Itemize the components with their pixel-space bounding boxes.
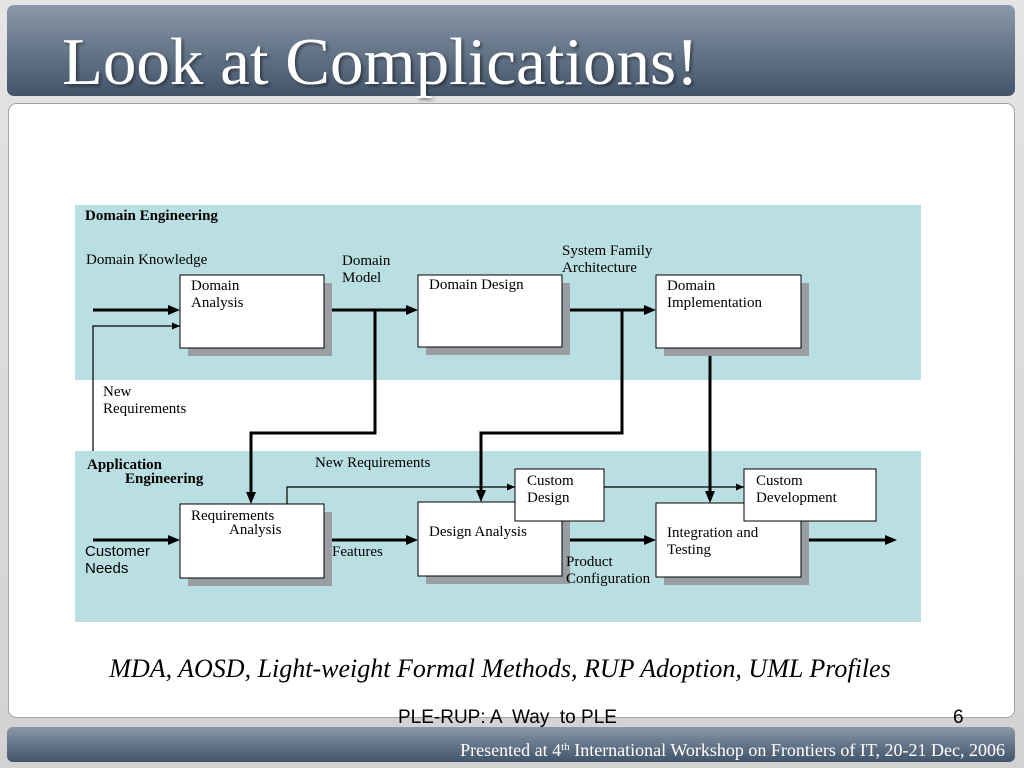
box-domain-design: Domain Design xyxy=(417,274,570,355)
product-configuration-label: Product xyxy=(566,554,613,570)
system-family-architecture-label: Architecture xyxy=(562,260,637,276)
box-label-line: Analysis xyxy=(191,295,244,311)
box-frame xyxy=(655,274,802,349)
new-requirements-feedback-label: Requirements xyxy=(103,401,186,417)
box-label-line: Requirements xyxy=(191,508,274,524)
banner-prefix: Presented at 4 xyxy=(460,740,561,760)
box-label-line: Development xyxy=(756,490,838,506)
new-requirements-feedback-label: New xyxy=(103,384,131,400)
box-frame xyxy=(743,468,877,522)
box-frame xyxy=(179,274,325,349)
application-engineering-label: Engineering xyxy=(125,471,204,487)
application-engineering-label: Application xyxy=(87,457,163,473)
box-label-line: Testing xyxy=(667,542,711,558)
domain-engineering-label: Domain Engineering xyxy=(85,208,218,224)
box-integration-testing: Integration and Testing xyxy=(655,502,809,585)
box-label-line: Design xyxy=(527,490,570,506)
domain-knowledge-label: Domain Knowledge xyxy=(86,252,208,268)
footer-title: PLE-RUP: A Way to PLE xyxy=(398,707,617,728)
box-label-line: Implementation xyxy=(667,295,762,311)
banner-superscript: th xyxy=(561,741,570,753)
domain-model-label: Model xyxy=(342,270,381,286)
box-custom-development: Custom Development xyxy=(743,468,877,522)
box-frame xyxy=(417,274,563,348)
box-domain-analysis: Domain Analysis xyxy=(179,274,332,356)
presented-at-banner: Presented at 4th International Workshop … xyxy=(460,740,1005,760)
domain-model-label: Domain xyxy=(342,253,391,269)
arrow-new-requirements-feedback xyxy=(92,322,180,451)
box-label-line: Domain xyxy=(667,278,716,294)
box-custom-design: Custom Design xyxy=(514,468,605,522)
features-label: Features xyxy=(332,544,383,560)
banner-suffix: International Workshop on Frontiers of I… xyxy=(570,740,1005,760)
box-label-line: Design Analysis xyxy=(429,524,527,540)
arrow-requirements-to-custom-design xyxy=(286,483,515,504)
box-label-line: Integration and xyxy=(667,525,759,541)
box-domain-implementation: Domain Implementation xyxy=(655,274,809,356)
new-requirements-label: New Requirements xyxy=(315,455,431,471)
box-requirements-analysis: Requirements Analysis xyxy=(179,503,332,586)
box-label-line: Domain Design xyxy=(429,277,524,293)
slide-title: Look at Complications! xyxy=(62,25,698,99)
page-number: 6 xyxy=(953,707,964,728)
product-configuration-label: Configuration xyxy=(566,571,651,587)
arrow-domain-model-to-requirements-analysis xyxy=(246,310,377,504)
box-label-line: Custom xyxy=(756,473,803,489)
slide-caption: MDA, AOSD, Light-weight Formal Methods, … xyxy=(108,654,890,683)
customer-needs-label: Needs xyxy=(85,560,128,577)
arrow-architecture-to-design-analysis xyxy=(476,310,624,502)
box-label-line: Domain xyxy=(191,278,240,294)
title-bar xyxy=(7,5,1015,96)
process-diagram: Domain Analysis Domain Design Domain Imp… xyxy=(75,205,921,622)
box-frame xyxy=(514,468,605,522)
bottom-bar xyxy=(7,727,1015,762)
box-frame xyxy=(179,503,325,579)
system-family-architecture-label: System Family xyxy=(562,243,653,259)
customer-needs-label: Customer xyxy=(85,543,150,560)
box-label-line: Analysis xyxy=(229,522,282,538)
box-label-line: Custom xyxy=(527,473,574,489)
